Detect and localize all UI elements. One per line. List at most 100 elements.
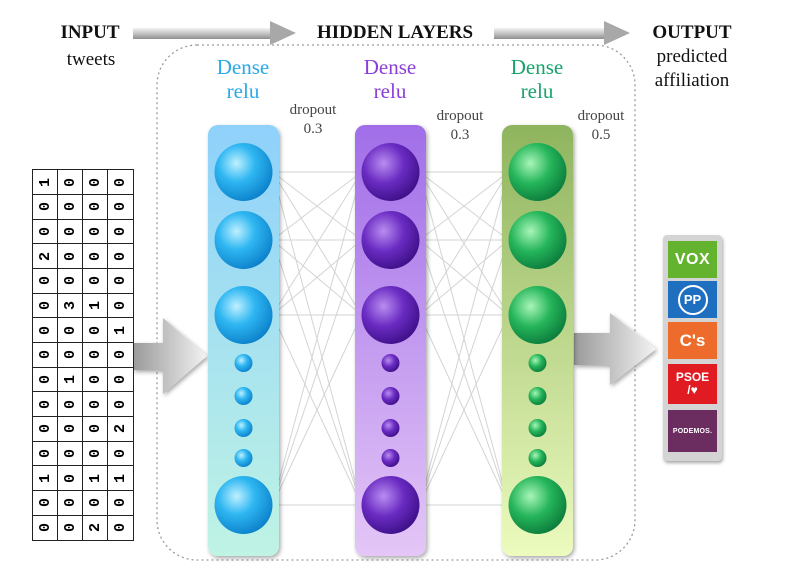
matrix-cell: 0: [57, 440, 84, 467]
matrix-cell: 1: [57, 366, 84, 393]
dropout-3-value: 0.5: [591, 127, 611, 143]
party-podemos-label: PODEMOS.: [672, 427, 713, 435]
neuron-layer-2: [381, 387, 400, 405]
matrix-cell-value: 0: [86, 350, 104, 360]
matrix-cell-value: 0: [86, 498, 104, 508]
matrix-cell-value: 0: [86, 177, 104, 187]
matrix-cell: 0: [57, 218, 84, 245]
matrix-cell: 0: [82, 489, 109, 516]
matrix-cell-value: 0: [61, 523, 79, 533]
matrix-cell-value: 1: [61, 375, 79, 385]
neuron-layer-2: [381, 449, 400, 467]
matrix-cell: 0: [107, 292, 134, 319]
connection-line: [419, 171, 509, 241]
party-psoe-logo: PSOE /♥: [668, 364, 717, 404]
party-psoe-label: PSOE: [675, 370, 710, 384]
connection-line: [419, 314, 509, 506]
matrix-cell: 3: [57, 292, 84, 319]
matrix-cell-value: 0: [61, 449, 79, 459]
matrix-cell-value: 0: [111, 301, 129, 311]
matrix-cell-value: 0: [111, 498, 129, 508]
matrix-cell-value: 0: [86, 399, 104, 409]
layer-1-title: Dense relu: [183, 55, 303, 103]
matrix-cell: 0: [107, 391, 134, 418]
neuron-layer-2: [381, 354, 400, 372]
neuron-layer-3: [528, 354, 547, 372]
matrix-cell-value: 0: [61, 498, 79, 508]
layer-connections: [272, 171, 509, 506]
matrix-cell-value: 0: [36, 399, 54, 409]
party-cs-logo: C's: [668, 322, 717, 359]
matrix-cell: 0: [82, 243, 109, 270]
neuron-layer-2: [361, 476, 420, 534]
matrix-cell-value: 0: [111, 350, 129, 360]
matrix-cell-value: 0: [61, 227, 79, 237]
matrix-cell-value: 0: [36, 227, 54, 237]
matrix-cell: 0: [32, 489, 59, 516]
matrix-cell-value: 0: [36, 449, 54, 459]
neuron-layer-3: [528, 449, 547, 467]
input-subtitle: tweets: [66, 49, 116, 70]
output-subtitle-line1: predicted: [656, 46, 728, 67]
neuron-layer-3: [528, 387, 547, 405]
matrix-cell-value: 0: [61, 325, 79, 335]
dropout-3-label: dropout: [577, 108, 625, 124]
neurons: [214, 143, 567, 534]
matrix-cell: 0: [82, 366, 109, 393]
matrix-cell: 0: [57, 317, 84, 344]
matrix-cell-value: 0: [111, 449, 129, 459]
matrix-cell: 0: [57, 243, 84, 270]
matrix-cell: 0: [32, 218, 59, 245]
connection-line: [419, 239, 509, 316]
neuron-layer-1: [234, 387, 253, 405]
matrix-cell-value: 0: [86, 424, 104, 434]
matrix-cell-value: 0: [86, 449, 104, 459]
matrix-cell: 0: [57, 514, 84, 541]
top-arrow-hidden-to-output: [494, 21, 630, 45]
matrix-cell: 0: [82, 415, 109, 442]
layer-3-activation: relu: [520, 79, 554, 103]
input-header: INPUT: [60, 22, 120, 43]
dropout-2-value: 0.3: [450, 127, 470, 143]
matrix-cell-value: 0: [86, 202, 104, 212]
connection-line: [272, 239, 362, 506]
matrix-cell: 0: [107, 218, 134, 245]
matrix-cell-value: 0: [36, 523, 54, 533]
matrix-cell: 0: [57, 391, 84, 418]
heart-icon: /♥: [687, 383, 698, 397]
matrix-cell: 0: [32, 317, 59, 344]
matrix-cell: 0: [82, 341, 109, 368]
layer-1-activation: relu: [226, 79, 260, 103]
matrix-cell-value: 0: [111, 251, 129, 261]
matrix-cell-value: 0: [36, 301, 54, 311]
party-vox-label: VOX: [674, 250, 711, 268]
layer-2-activation: relu: [373, 79, 407, 103]
matrix-cell-value: 0: [61, 177, 79, 187]
neuron-layer-1: [214, 143, 273, 201]
matrix-cell: 0: [32, 415, 59, 442]
matrix-cell-value: 0: [61, 350, 79, 360]
connection-line: [419, 171, 509, 506]
matrix-cell: 0: [32, 267, 59, 294]
matrix-cell: 1: [32, 465, 59, 492]
dropout-1-value: 0.3: [303, 121, 323, 137]
matrix-cell: 1: [107, 317, 134, 344]
matrix-cell-value: 0: [111, 227, 129, 237]
matrix-cell: 0: [32, 292, 59, 319]
matrix-cell: 0: [32, 514, 59, 541]
matrix-cell: 0: [32, 440, 59, 467]
connection-line: [419, 239, 509, 506]
matrix-cell: 0: [82, 440, 109, 467]
neuron-layer-3: [508, 476, 567, 534]
neuron-layer-3: [508, 211, 567, 269]
layer-1-name: Dense: [216, 55, 270, 79]
neuron-layer-2: [381, 419, 400, 437]
matrix-cell: 0: [82, 267, 109, 294]
matrix-cell-value: 0: [111, 276, 129, 286]
matrix-cell: 0: [82, 193, 109, 220]
layer-2-name: Dense: [363, 55, 417, 79]
matrix-cell: 0: [82, 169, 109, 196]
matrix-cell-value: 0: [36, 375, 54, 385]
connection-line: [272, 171, 362, 316]
